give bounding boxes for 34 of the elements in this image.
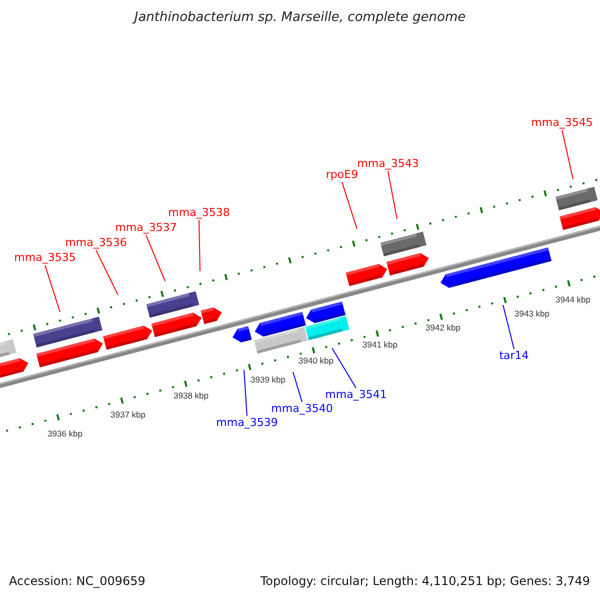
gene-label: mma_3535: [14, 252, 76, 264]
leader-line: [562, 130, 574, 180]
position-label: 3943 kbp: [514, 309, 550, 319]
leader-line: [244, 370, 248, 416]
gene-label: mma_3536: [65, 236, 127, 250]
leader-line: [502, 304, 514, 350]
leader-line: [96, 250, 118, 296]
position-label: 3937 kbp: [110, 410, 146, 420]
gene-label: mma_3540: [271, 402, 333, 416]
leader-line: [198, 220, 200, 272]
gene-label: mma_3537: [115, 222, 177, 234]
map-title: Janthinobacterium sp. Marseille, complete genome: [131, 10, 467, 25]
gene-label: mma_3538: [168, 206, 230, 220]
leader-line: [332, 348, 356, 388]
leader-line: [292, 372, 302, 402]
position-label: 3940 kbp: [298, 356, 334, 366]
gene-label: mma_3541: [325, 388, 387, 402]
position-label: 3939 kbp: [250, 375, 286, 385]
genome-stats: Topology: circular; Length: 4,110,251 bp; Genes: 3,749: [260, 574, 590, 588]
leader-line: [342, 182, 358, 230]
gene-label: tar14: [499, 350, 529, 362]
leader-line: [44, 264, 60, 312]
position-label: 3938 kbp: [174, 391, 208, 401]
accession-number: Accession: NC_009659: [9, 574, 146, 588]
gene-label: mma_3543: [357, 158, 419, 170]
position-label: 3942 kbp: [426, 323, 460, 333]
leader-line: [146, 234, 166, 282]
position-label: 3941 kbp: [362, 340, 398, 350]
position-label: 3944 kbp: [556, 295, 590, 305]
position-label: 3936 kbp: [48, 429, 82, 439]
gene-label: mma_3539: [216, 416, 278, 430]
gene-label: rpoE9: [326, 168, 358, 182]
leader-line: [388, 170, 398, 220]
gene-label: mma_3545: [531, 116, 593, 130]
